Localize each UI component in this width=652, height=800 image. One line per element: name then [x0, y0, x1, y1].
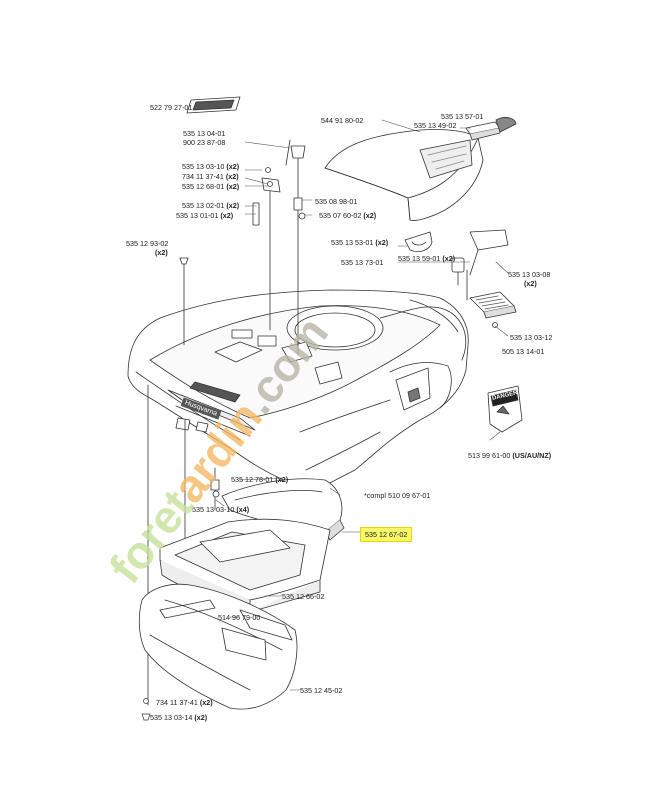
- part-label: 734 11 37-41 (x2): [156, 698, 213, 707]
- part-label: 900 23 87-08: [183, 138, 226, 147]
- part-label: 513 99 61-00 (US/AU/NZ): [468, 451, 552, 460]
- part-label: 535 12 93-02: [126, 239, 169, 248]
- part-label: 535 13 57-01: [441, 112, 484, 121]
- part-label: *compl 510 09 67-01: [364, 491, 431, 500]
- part-label: (x2): [524, 279, 537, 288]
- keypad-part: [469, 291, 517, 328]
- part-label: 535 13 04-01: [183, 129, 226, 138]
- part-label: 535 12 66-02: [282, 592, 325, 601]
- part-label: (x2): [155, 248, 168, 257]
- part-label: 535 13 59-01 (x2): [398, 254, 456, 263]
- part-label: 535 12 78-01 (x2): [231, 475, 289, 484]
- part-label: 535 13 03-10 (x4): [192, 505, 250, 514]
- part-label: 535 07 60-02 (x2): [319, 211, 377, 220]
- highlighted-cover-part: [221, 478, 345, 541]
- part-label: 535 13 03-14 (x2): [150, 713, 208, 722]
- part-label: 535 13 03-08: [508, 270, 551, 279]
- tray-part: [159, 518, 331, 613]
- part-label: 544 91 80-02: [321, 116, 364, 125]
- danger-decal-icon: [487, 385, 523, 433]
- part-label: 535 13 03-10 (x2): [182, 162, 240, 171]
- part-label: 514 96 79-00: [218, 613, 261, 622]
- hinge-part: [404, 229, 509, 286]
- part-label: 505 13 14-01: [502, 347, 545, 356]
- highlighted-part-label: 535 12 67-02: [360, 527, 413, 542]
- top-lid-part: [324, 129, 484, 221]
- part-label: 522 79 27-01: [150, 103, 193, 112]
- main-body-shell: [127, 289, 469, 489]
- part-label: 535 13 53-01 (x2): [331, 238, 389, 247]
- part-label: 535 12 45-02: [300, 686, 343, 695]
- latch-part: [465, 117, 517, 141]
- part-label: 535 13 03-12: [510, 333, 553, 342]
- leader-lines: [215, 119, 509, 691]
- decal-part-icon: [186, 96, 241, 114]
- part-label: 535 08 98-01: [315, 197, 358, 206]
- part-label: 535 13 01-01 (x2): [176, 211, 234, 220]
- part-label: 535 13 02-01 (x2): [182, 201, 240, 210]
- part-label: 535 13 73-01: [341, 258, 384, 267]
- part-label: 535 12 68-01 (x2): [182, 182, 240, 191]
- front-bumper-part: [138, 583, 298, 710]
- part-label: 734 11 37-41 (x2): [182, 172, 239, 181]
- part-label: 535 13 49-02: [414, 121, 457, 130]
